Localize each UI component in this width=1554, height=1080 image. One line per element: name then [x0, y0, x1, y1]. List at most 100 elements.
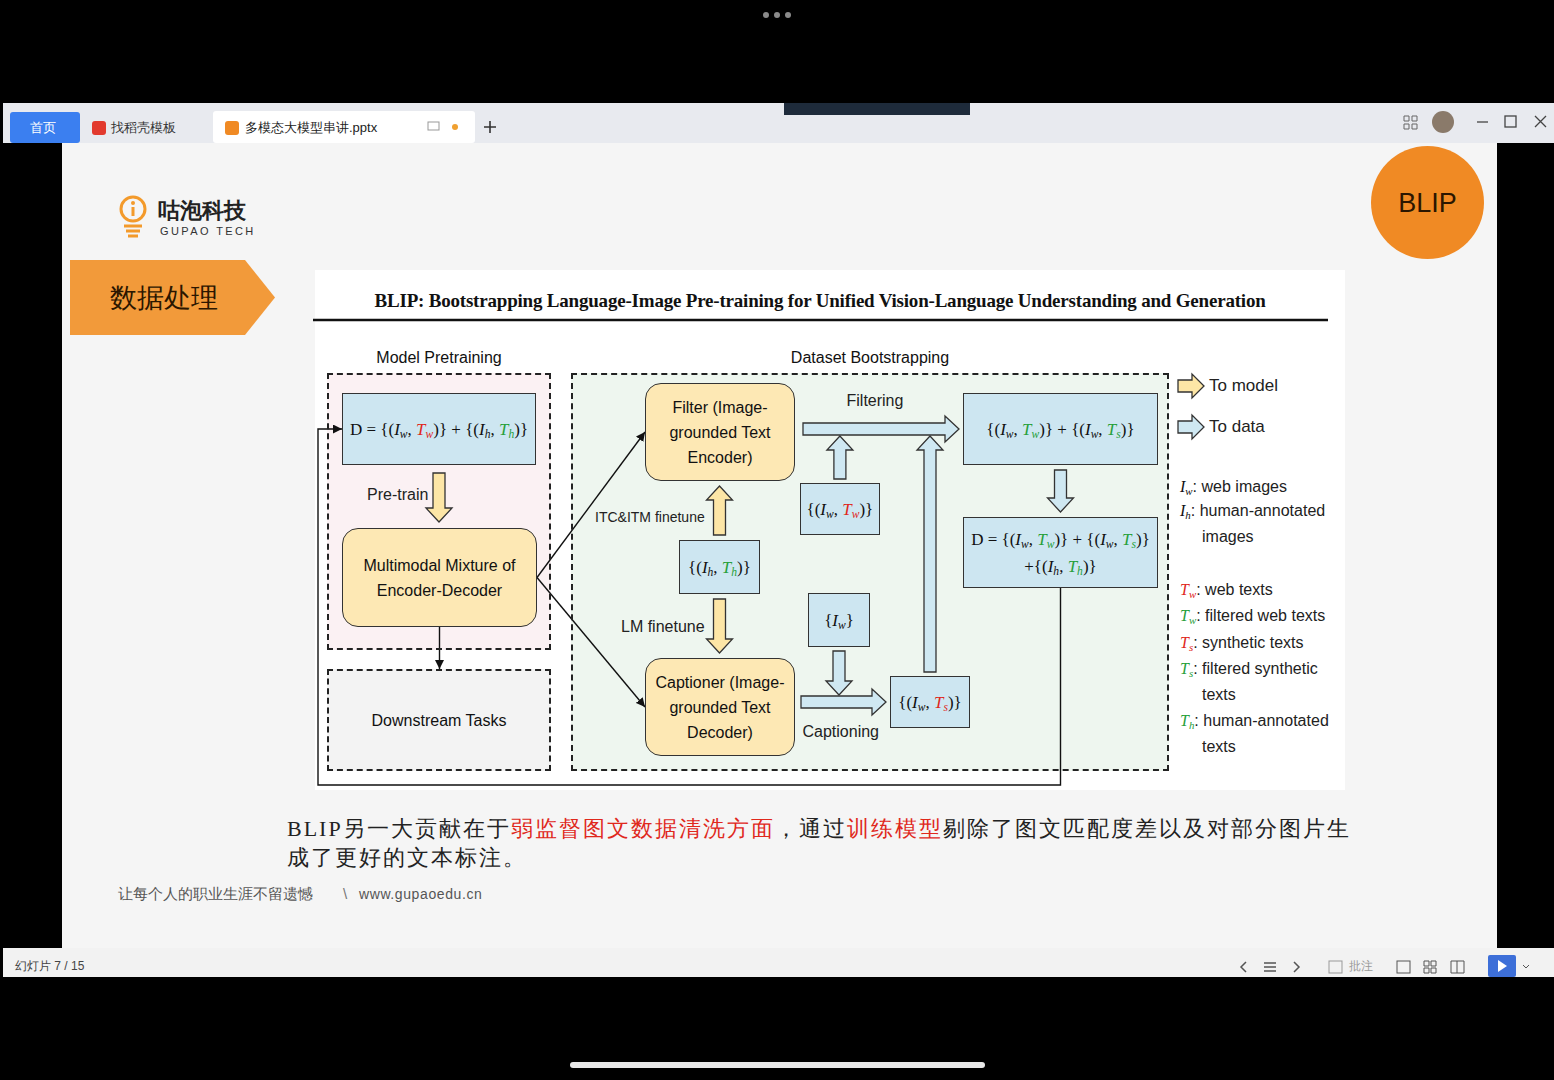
math-subscript: w [1189, 614, 1196, 626]
group-fill [327, 373, 551, 650]
highlight-text: 弱监督图文数据清洗方面 [511, 816, 775, 841]
block-arrow [707, 486, 733, 535]
data-box: {(Ih, Th)} [679, 540, 760, 594]
captioner-box: Captioner (Image-grounded Text Decoder) [645, 658, 795, 756]
grid-icon [1404, 116, 1417, 129]
avatar [1432, 111, 1454, 133]
title-rule [313, 319, 1328, 322]
math-symbol: Ts [1180, 660, 1193, 677]
footer-url: www.gupaoedu.cn [359, 886, 482, 904]
math-symbol: Iw [1180, 478, 1193, 495]
block-arrow-shape [827, 436, 853, 479]
math-symbol: Th [722, 558, 737, 577]
toolbar-label: 批注 [1349, 959, 1373, 974]
math-subscript: w [1021, 537, 1029, 550]
legend-arrow [1178, 415, 1204, 439]
close-icon [1535, 116, 1546, 127]
math-symbol: Iw [1100, 530, 1113, 549]
math-subscript: w [838, 618, 846, 631]
connector-path [318, 429, 1061, 785]
math-subscript: w [1047, 537, 1055, 550]
edge-label: LM finetune [621, 617, 705, 637]
recording-bar [784, 103, 970, 115]
chevron-shape [70, 260, 275, 335]
connector-path [439, 627, 440, 669]
dot [774, 12, 780, 18]
block-arrow [426, 473, 452, 522]
downstream-group: Downstream Tasks [327, 669, 551, 771]
tab-title: 多模态大模型串讲.pptx [245, 120, 377, 136]
logo-bulb [131, 201, 135, 205]
legend-text: To model [1209, 375, 1278, 397]
node-text: Downstream Tasks [372, 708, 507, 733]
data-box: {(Iw, Tw)} [800, 483, 881, 535]
section-chevron: 数据处理 [70, 260, 275, 335]
slide-caption: BLIP另一大贡献在于弱监督图文数据清洗方面，通过训练模型剔除了图文匹配度差以及… [287, 814, 1362, 872]
math-subscript: h [1189, 719, 1194, 731]
tab-icon [225, 121, 239, 135]
math-subscript: s [1132, 537, 1137, 550]
symbol-key: Tw: filtered web texts [1180, 603, 1325, 629]
math-subscript: w [826, 507, 834, 520]
dot [763, 12, 769, 18]
logo-bulb [124, 207, 142, 236]
math-subscript: w [400, 427, 408, 440]
block-arrow [827, 436, 853, 479]
math-symbol: Ih [1048, 557, 1059, 576]
math-symbol: Tw [1180, 581, 1196, 598]
math-symbol: Tw [842, 500, 859, 519]
group-heading: Dataset Bootstrapping [573, 348, 1167, 368]
math-symbol: Iw [832, 611, 845, 630]
math-subscript: w [918, 700, 926, 713]
math-subscript: h [1053, 564, 1059, 577]
math-subscript: w [1106, 537, 1114, 550]
home-tab [10, 112, 80, 143]
block-arrow [801, 689, 886, 715]
node-text: {(Iw, Ts)} [898, 689, 962, 716]
figure-title: BLIP: Bootstrapping Language-Image Pre-t… [375, 290, 1266, 312]
math-subscript: s [943, 700, 948, 713]
block-arrow [826, 651, 852, 695]
math-symbol: Th [1180, 712, 1194, 729]
math-subscript: w [852, 507, 860, 520]
block-arrow [917, 436, 943, 672]
math-subscript: h [1077, 564, 1083, 577]
block-arrow-shape [801, 689, 886, 715]
math-symbol: Ts [1180, 634, 1193, 651]
active-tab [213, 111, 475, 143]
tab-icon [428, 122, 439, 130]
bootstrapping-group: Dataset BootstrappingFilter (Image-groun… [571, 373, 1169, 771]
connector-path [537, 432, 645, 578]
edge-label: ITC&ITM finetune [593, 507, 707, 527]
math-symbol: Tw [1037, 530, 1054, 549]
symbol-key: Ts: synthetic texts [1180, 630, 1304, 656]
math-symbol: Th [1068, 557, 1083, 576]
footer-slogan: 让每个人的职业生涯不留遗憾 [118, 885, 313, 904]
math-symbol: Tw [416, 420, 433, 439]
node-text: Filter (Image-grounded Text Encoder) [652, 395, 788, 470]
math-subscript: h [731, 565, 737, 578]
math-symbol: Ts [934, 693, 948, 712]
math-symbol: Iw [1085, 420, 1098, 439]
math-subscript: h [708, 565, 714, 578]
next-icon [1294, 962, 1299, 972]
filter-box: Filter (Image-grounded Text Encoder) [645, 383, 795, 481]
model-box: Multimodal Mixture of Encoder-Decoder [342, 528, 537, 627]
block-arrow-shape [1048, 470, 1074, 512]
math-symbol: Ih [479, 420, 490, 439]
play-triangle [1498, 960, 1507, 972]
symbol-key: Ih: human-annotated images [1180, 498, 1345, 550]
node-text: BLIP [1398, 187, 1457, 219]
block-arrow-shape [426, 473, 452, 522]
math-symbol: Iw [912, 693, 925, 712]
connector-line [537, 578, 645, 708]
legend-text: To data [1209, 416, 1265, 438]
footer-separator: \ [343, 885, 347, 904]
pretraining-group: Model PretrainingD = {(Iw, Tw)} + {(Ih, … [327, 373, 551, 650]
slide [62, 143, 1497, 948]
tab-title: 找稻壳模板 [111, 120, 176, 136]
connector-line [318, 429, 1061, 785]
block-arrow [707, 599, 733, 653]
math-symbol: Tw [1180, 607, 1196, 624]
